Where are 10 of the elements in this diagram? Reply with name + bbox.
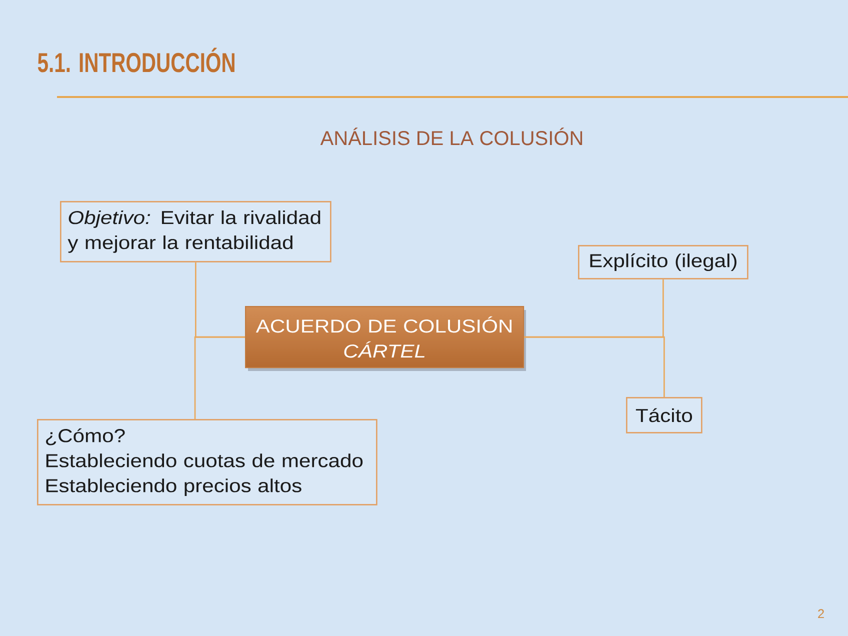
text-box: ¿Cómo? Estableciendo cuotas de mercado Estableciendo precios altos [37, 419, 378, 506]
subtitle: ANÁLISIS DE LA COLUSIÓN [320, 128, 582, 146]
text-box: Explícito (ilegal) [578, 245, 748, 280]
page-number: 2 [818, 609, 824, 618]
slide-title: 5.1. INTRODUCCIÓN [38, 48, 234, 72]
connector-line [524, 336, 665, 397]
concept-box: ACUERDO DE COLUSIÓN CÁRTEL [245, 306, 526, 371]
text-box: Objetivo: Evitar la rivalidad y mejorar la rentabilidad [60, 201, 332, 262]
connector-line [194, 336, 245, 419]
text-box: Tácito [626, 397, 702, 434]
